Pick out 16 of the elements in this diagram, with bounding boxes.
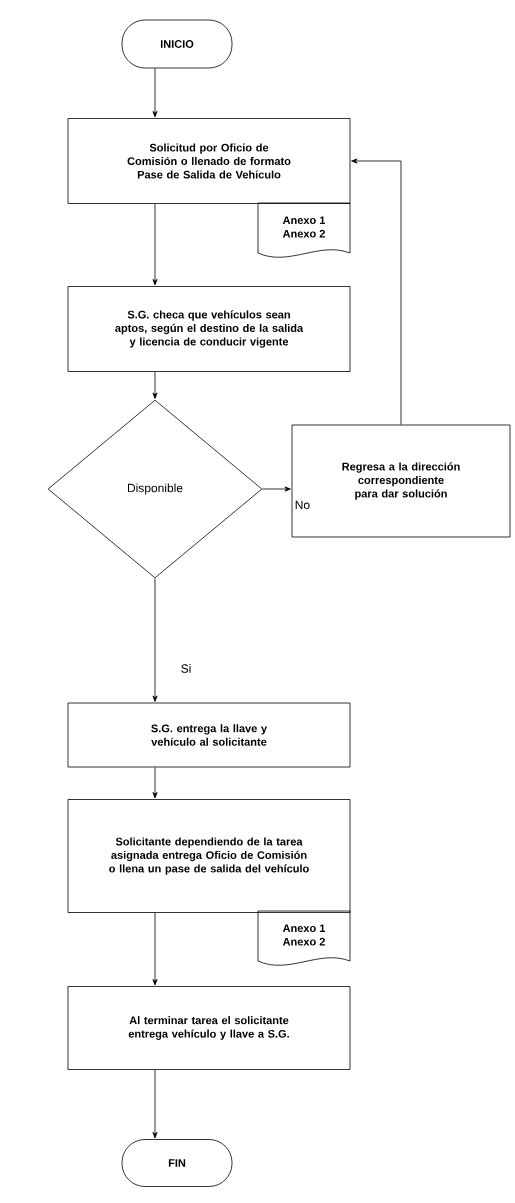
- arrow: [152, 68, 158, 118]
- arrow: [152, 912, 158, 986]
- arrow: [152, 1069, 158, 1139]
- process-box: Solicitante dependiendo de la tarea asignada entrega Oficio de Comisión o llena un pase de salida del vehículo: [67, 799, 351, 913]
- process-box: S.G. checa que vehículos sean aptos, según el destino de la salida y licencia de conducir vigente: [67, 286, 351, 372]
- process-box: S.G. entrega la llave y vehículo al solicitante: [67, 702, 351, 768]
- arrow: [262, 486, 291, 492]
- edge-label: No: [293, 499, 312, 511]
- arrow: [152, 767, 158, 799]
- arrow: [351, 158, 402, 425]
- process-box: Solicitud por Oficio de Comisión o llenado de formato Pase de Salida de Vehículo: [67, 118, 351, 204]
- edge-label: Si: [179, 663, 193, 674]
- arrow: [152, 578, 158, 702]
- arrow: [152, 371, 158, 399]
- arrow: [152, 203, 158, 286]
- process-box: Al terminar tarea el solicitante entrega vehículo y llave a S.G.: [67, 986, 351, 1070]
